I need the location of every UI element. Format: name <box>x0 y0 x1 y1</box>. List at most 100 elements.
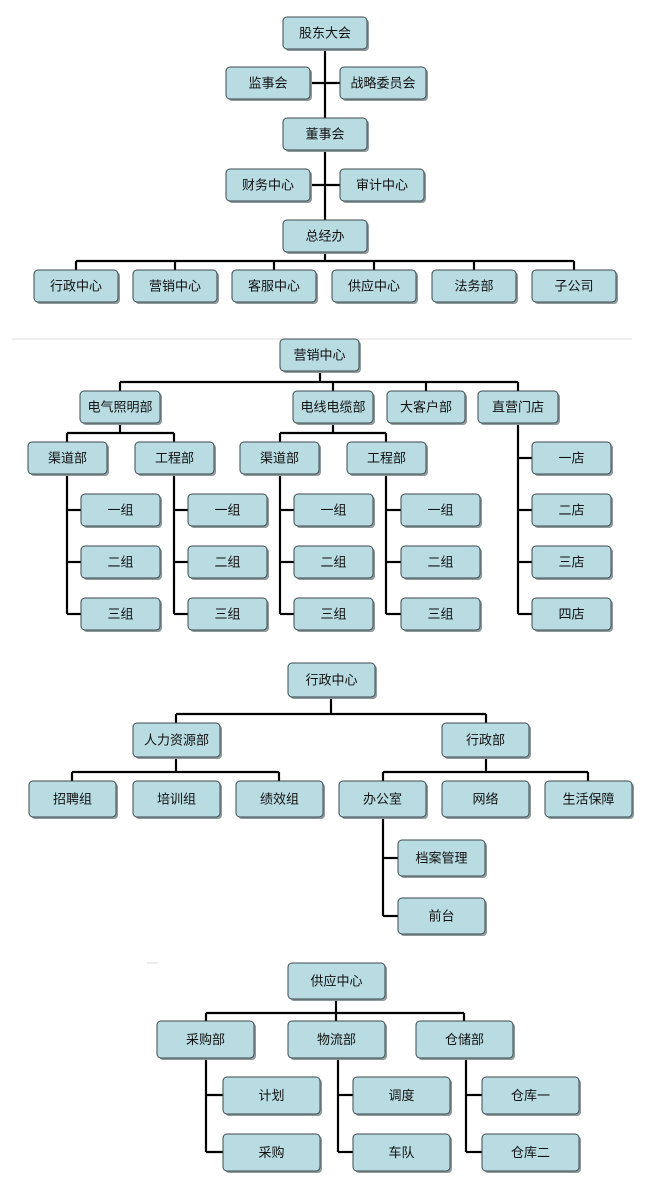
node-cable-engineering-group-3: 三组 <box>400 597 482 632</box>
node-box <box>415 1020 514 1059</box>
node-box <box>331 269 417 303</box>
node-label: 招聘组 <box>53 793 92 808</box>
node-box <box>339 66 427 100</box>
node-label: 三店 <box>558 556 584 571</box>
node-box <box>293 597 374 631</box>
node-cable-channel-group-2: 二组 <box>293 545 375 580</box>
node-box <box>441 722 530 758</box>
node-lighting-channel-dept: 渠道部 <box>27 441 109 476</box>
node-label: 二组 <box>427 556 453 571</box>
node-label: 档案管理 <box>415 852 467 867</box>
node-label: 采购部 <box>186 1032 225 1048</box>
node-label: 行政中心 <box>50 280 102 295</box>
node-warehousing-dept: 仓储部 <box>415 1020 515 1060</box>
node-label: 培训组 <box>157 792 196 808</box>
node-label: 董事会 <box>305 128 344 143</box>
node-cable-channel-dept: 渠道部 <box>239 441 321 476</box>
admin-root-node: 行政中心 <box>287 662 377 699</box>
node-label: 车队 <box>388 1145 414 1161</box>
node-label: 二组 <box>214 556 240 571</box>
node-label: 供应中心 <box>310 974 362 990</box>
node-box <box>239 441 320 475</box>
node-box <box>397 897 486 935</box>
node-planning: 计划 <box>222 1076 322 1116</box>
node-lighting-engineering-group-1: 一组 <box>187 493 269 528</box>
node-lighting-channel-group-1: 一组 <box>80 493 162 528</box>
node-direct-stores: 直营门店 <box>477 390 560 425</box>
node-warehouse-2: 仓库二 <box>481 1133 581 1173</box>
node-label: 电气照明部 <box>87 400 152 416</box>
node-label: 行政部 <box>466 734 505 749</box>
node-admin-dept: 行政部 <box>441 722 531 759</box>
node-hr-dept: 人力资源部 <box>132 722 222 759</box>
node-box <box>27 441 108 475</box>
node-label: 监事会 <box>248 77 287 92</box>
node-box <box>441 780 530 818</box>
node-label: 人力资源部 <box>144 734 209 749</box>
node-box <box>187 493 268 527</box>
node-office: 办公室 <box>338 780 428 819</box>
node-label: 营销中心 <box>149 280 201 295</box>
node-key-account-dept: 大客户部 <box>386 390 467 425</box>
node-admin-center: 行政中心 <box>33 269 120 304</box>
node-recruitment-group: 招聘组 <box>28 780 118 819</box>
node-label: 一组 <box>107 504 133 519</box>
node-label: 办公室 <box>363 792 402 808</box>
node-store-1: 一店 <box>531 441 613 476</box>
node-label: 营销中心 <box>293 349 345 364</box>
node-label: 计划 <box>258 1089 284 1104</box>
node-label: 工程部 <box>155 452 194 467</box>
node-cable-engineering-group-2: 二组 <box>400 545 482 580</box>
node-box <box>431 269 517 303</box>
node-lighting-engineering-group-2: 二组 <box>187 545 269 580</box>
node-procurement: 采购 <box>222 1133 322 1173</box>
node-label: 总经办 <box>305 230 344 245</box>
node-box <box>397 839 486 877</box>
node-box <box>400 545 481 579</box>
node-label: 二组 <box>107 556 133 571</box>
node-box <box>80 597 161 631</box>
supply-root-node: 供应中心 <box>287 962 387 1001</box>
node-fleet: 车队 <box>352 1133 452 1173</box>
node-audit-center: 审计中心 <box>339 168 426 203</box>
node-box <box>187 545 268 579</box>
node-box <box>400 493 481 527</box>
node-label: 客服中心 <box>248 279 300 295</box>
node-label: 三组 <box>320 608 346 623</box>
node-box <box>400 597 481 631</box>
node-box <box>531 269 617 303</box>
node-electric-lighting-dept: 电气照明部 <box>79 390 162 425</box>
node-label: 绩效组 <box>260 793 299 808</box>
node-network: 网络 <box>441 780 531 819</box>
node-box <box>531 597 612 631</box>
node-shareholders-meeting: 股东大会 <box>282 16 369 51</box>
node-label: 战略委员会 <box>350 76 415 92</box>
node-label: 渠道部 <box>260 452 299 467</box>
node-box <box>225 168 311 202</box>
node-label: 一店 <box>558 452 584 467</box>
node-training-group: 培训组 <box>132 780 222 819</box>
node-box <box>346 441 427 475</box>
node-label: 大客户部 <box>400 400 452 416</box>
node-box <box>222 1133 321 1172</box>
node-archive-management: 档案管理 <box>397 839 487 878</box>
node-box <box>235 780 324 818</box>
node-box <box>386 390 466 424</box>
node-label: 仓储部 <box>445 1033 484 1048</box>
node-box <box>134 441 215 475</box>
node-label: 二组 <box>320 556 346 571</box>
node-store-4: 四店 <box>531 597 613 632</box>
node-label: 子公司 <box>554 280 593 295</box>
node-lighting-engineering-group-3: 三组 <box>187 597 269 632</box>
node-label: 供应中心 <box>348 279 400 295</box>
node-box <box>225 66 311 100</box>
node-box <box>132 269 218 303</box>
node-service-center: 客服中心 <box>231 269 318 304</box>
node-box <box>477 390 559 424</box>
node-box <box>352 1076 451 1115</box>
node-logistics-dept: 物流部 <box>287 1020 387 1060</box>
node-box <box>481 1133 580 1172</box>
node-label: 法务部 <box>454 279 493 295</box>
node-performance-group: 绩效组 <box>235 780 325 819</box>
